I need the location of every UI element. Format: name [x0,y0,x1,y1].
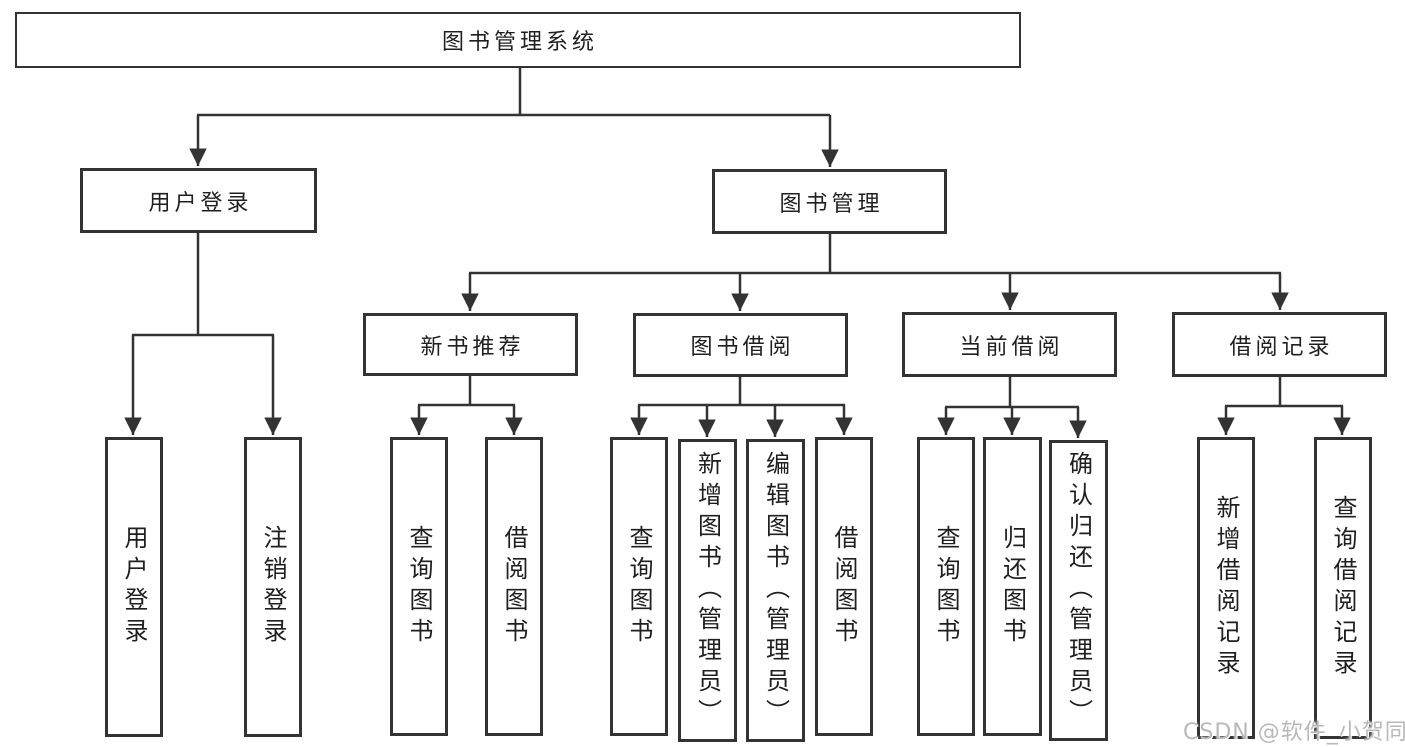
node-new-book-recommend: 新书推荐 [363,313,578,376]
node-leaf-recommend-borrow-book: 借阅图书 [485,437,543,736]
leaf-label: 查询图书 [405,524,433,649]
leaf-label: 新增借阅记录 [1212,495,1240,681]
leaf-label: 查询图书 [932,524,960,649]
leaf-label: 查询借阅记录 [1329,495,1357,681]
node-book-management-group: 图书管理 [712,169,947,234]
node-leaf-query-borrow-record: 查询借阅记录 [1314,437,1372,739]
leaf-label: 新增图书（管理员） [693,451,722,730]
node-leaf-borrow-query-book: 查询图书 [610,437,668,736]
node-leaf-add-borrow-record: 新增借阅记录 [1197,437,1255,739]
node-leaf-confirm-return-admin: 确认归还（管理员） [1049,440,1108,741]
leaf-label: 借阅图书 [830,524,858,649]
node-leaf-logout: 注销登录 [244,437,302,737]
node-leaf-current-query-book: 查询图书 [917,437,975,736]
leaf-label: 借阅图书 [500,524,528,649]
csdn-watermark: CSDN @软件_小贺同学 [1183,720,1405,745]
leaf-label: 用户登录 [120,525,148,649]
node-borrowing-records: 借阅记录 [1172,312,1387,377]
leaf-label: 编辑图书（管理员） [761,451,790,730]
node-book-borrowing: 图书借阅 [633,313,848,377]
node-leaf-edit-book-admin: 编辑图书（管理员） [746,439,805,742]
node-current-borrowing: 当前借阅 [902,312,1117,377]
node-user-login-group: 用户登录 [80,168,317,233]
node-leaf-recommend-query-book: 查询图书 [390,437,448,736]
node-leaf-add-book-admin: 新增图书（管理员） [678,439,737,742]
node-leaf-user-login: 用户登录 [105,437,163,737]
leaf-label: 归还图书 [998,524,1027,649]
leaf-label: 查询图书 [625,524,653,649]
node-leaf-borrow-book: 借阅图书 [815,437,873,736]
node-leaf-return-book: 归还图书 [983,437,1042,736]
leaf-label: 确认归还（管理员） [1064,451,1093,730]
node-root-library-system: 图书管理系统 [15,12,1021,68]
leaf-label: 注销登录 [259,525,287,649]
